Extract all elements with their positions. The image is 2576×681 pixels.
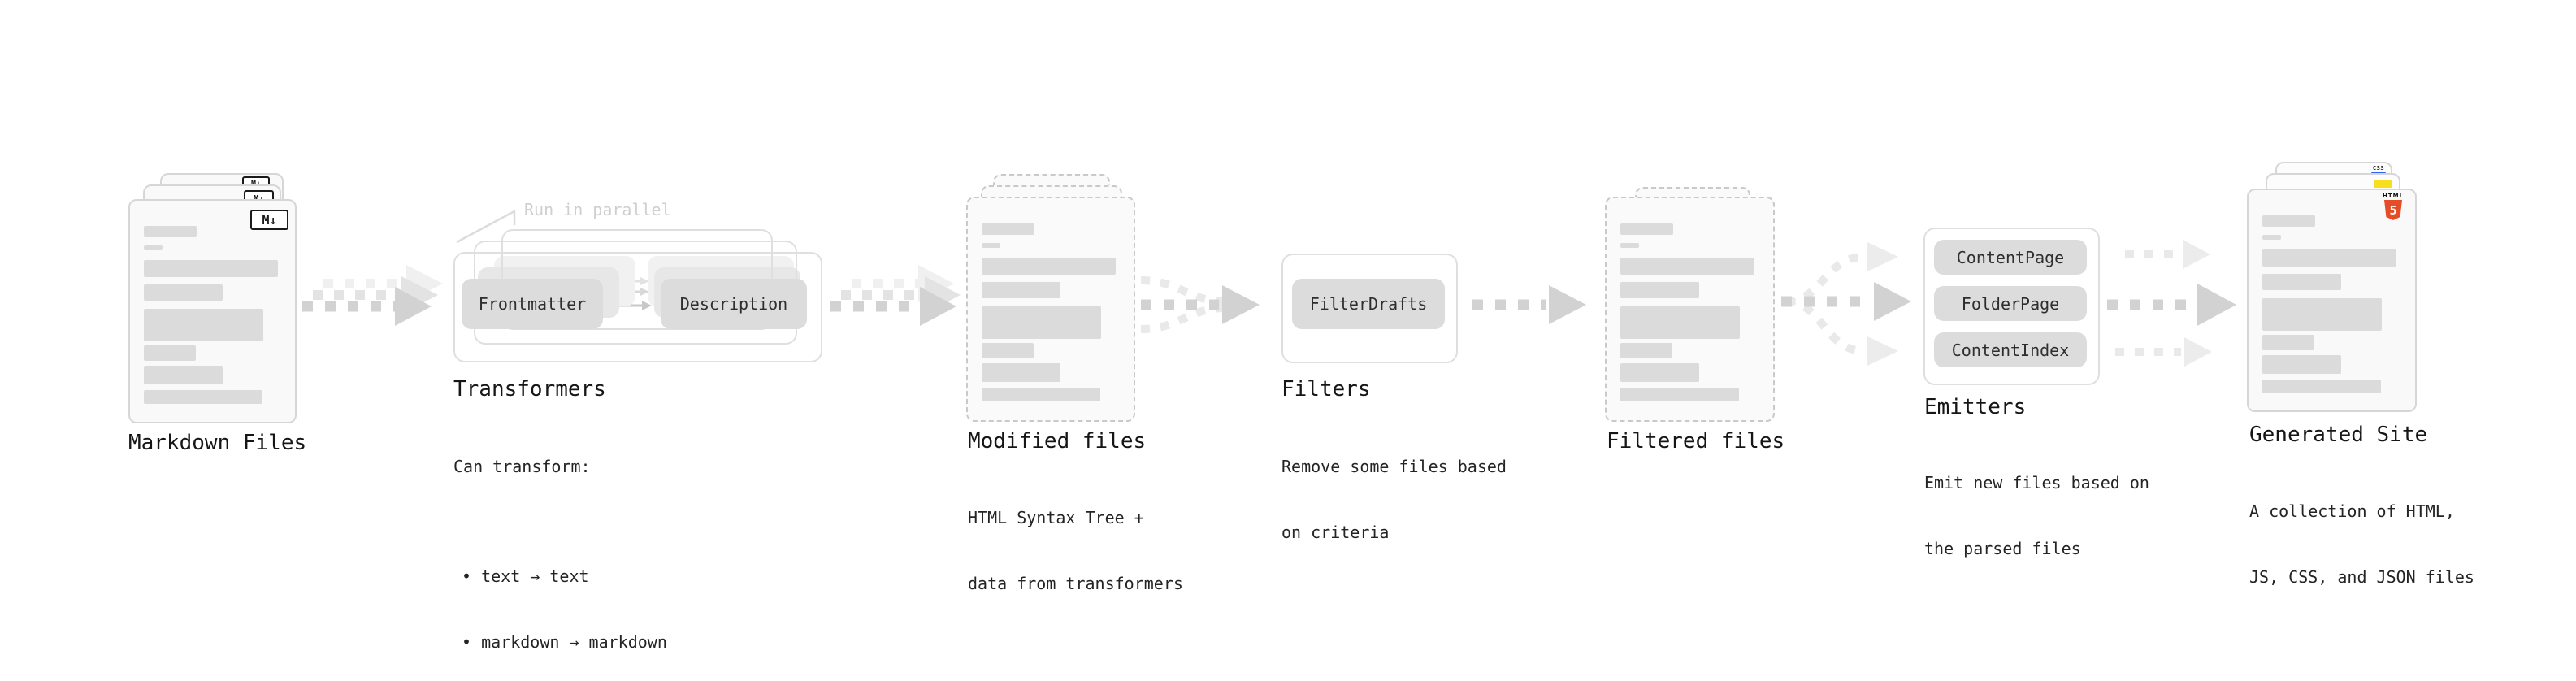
emitters-description: Emit new files based on the parsed files <box>1924 428 2149 604</box>
text-placeholder-bar <box>1620 258 1754 275</box>
text-placeholder-bar <box>144 309 263 341</box>
transform-type-item: • text → text <box>462 566 589 586</box>
text-placeholder-bar <box>982 223 1034 235</box>
text-placeholder-bar <box>2262 249 2396 267</box>
markdown-icon: M↓ <box>250 210 288 230</box>
arrow-transformers-to-modified <box>830 265 961 326</box>
contentindex-node: ContentIndex <box>1934 332 2087 367</box>
stage-title-filters: Filters <box>1281 377 1371 401</box>
text-placeholder-bar <box>2262 215 2315 227</box>
text-placeholder-bar <box>2262 298 2382 331</box>
html5-icon-number: 5 <box>2389 202 2397 218</box>
description-line: HTML Syntax Tree + <box>968 508 1144 527</box>
folderpage-node: FolderPage <box>1934 286 2087 321</box>
description-line: the parsed files <box>1924 539 2081 558</box>
text-placeholder-bar <box>144 284 223 301</box>
text-placeholder-bar <box>1620 306 1740 339</box>
description-line: on criteria <box>1281 523 1390 542</box>
transform-type-list: • text → text • markdown → markdown • ht… <box>453 522 667 681</box>
document-card-front: M↓ <box>128 199 297 423</box>
text-placeholder-bar <box>1620 223 1673 235</box>
stage-title-markdown-files: Markdown Files <box>128 431 307 455</box>
transform-type-item: • markdown → markdown <box>462 632 667 652</box>
text-placeholder-bar <box>2262 380 2381 393</box>
description-line: data from transformers <box>968 574 1183 593</box>
text-placeholder-bar <box>144 226 197 237</box>
document-card-front <box>966 197 1135 422</box>
css-icon-label: CSS <box>2372 165 2385 171</box>
html5-icon-shield: 5 <box>2384 200 2402 220</box>
description-line: Remove some files based <box>1281 457 1507 476</box>
text-placeholder-bar <box>1620 243 1639 248</box>
html5-icon-label: HTML <box>2382 193 2405 199</box>
text-placeholder-bar <box>1620 363 1699 382</box>
text-placeholder-bar <box>144 366 223 384</box>
transformer-box-front <box>453 252 822 362</box>
javascript-icon <box>2374 180 2392 188</box>
description-line: A collection of HTML, <box>2249 501 2455 521</box>
text-placeholder-bar <box>982 282 1060 298</box>
filterdrafts-node: FilterDrafts <box>1292 279 1445 329</box>
run-in-parallel-label: Run in parallel <box>524 200 671 219</box>
arrow-emitters-to-site <box>2107 240 2236 367</box>
html5-icon: HTML 5 <box>2381 193 2405 220</box>
can-transform-heading: Can transform: <box>453 457 591 476</box>
text-placeholder-bar <box>982 258 1116 275</box>
arrow-markdown-to-transformers <box>302 265 443 326</box>
contentpage-node: ContentPage <box>1934 240 2087 275</box>
description-line: JS, CSS, and JSON files <box>2249 567 2474 587</box>
document-card-front: HTML 5 <box>2247 189 2417 412</box>
text-placeholder-bar <box>144 390 262 404</box>
text-placeholder-bar <box>1620 343 1672 358</box>
text-placeholder-bar <box>144 245 163 250</box>
arrow-filters-to-filtered <box>1472 285 1586 324</box>
text-placeholder-bar <box>2262 355 2341 374</box>
modified-files-description: HTML Syntax Tree + data from transformer… <box>968 463 1183 639</box>
stage-title-emitters: Emitters <box>1924 395 2027 419</box>
text-placeholder-bar <box>982 243 1000 248</box>
document-card-front <box>1605 197 1775 422</box>
text-placeholder-bar <box>982 343 1034 358</box>
filters-description: Remove some files based on criteria <box>1281 412 1507 588</box>
run-in-parallel-connector <box>456 209 516 244</box>
transformers-description: Can transform: • text → text • markdown … <box>453 412 667 681</box>
stage-title-filtered-files: Filtered files <box>1607 429 1785 453</box>
stage-title-modified-files: Modified files <box>968 429 1147 453</box>
text-placeholder-bar <box>144 345 196 361</box>
arrow-filtered-to-emitters-fanout <box>1781 242 1911 366</box>
description-line: Emit new files based on <box>1924 473 2149 492</box>
text-placeholder-bar <box>2262 335 2314 350</box>
text-placeholder-bar <box>1620 282 1699 298</box>
text-placeholder-bar <box>982 388 1100 401</box>
stage-title-transformers: Transformers <box>453 377 606 401</box>
generated-site-description: A collection of HTML, JS, CSS, and JSON … <box>2249 457 2474 632</box>
text-placeholder-bar <box>2262 235 2281 240</box>
text-placeholder-bar <box>2262 274 2341 290</box>
stage-title-generated-site: Generated Site <box>2249 423 2428 447</box>
description-node: Description <box>661 279 807 329</box>
text-placeholder-bar <box>982 306 1101 339</box>
frontmatter-node: Frontmatter <box>462 279 603 329</box>
arrow-modified-to-filters-merge <box>1140 276 1260 333</box>
text-placeholder-bar <box>1620 388 1739 401</box>
text-placeholder-bar <box>144 260 278 277</box>
text-placeholder-bar <box>982 363 1060 382</box>
